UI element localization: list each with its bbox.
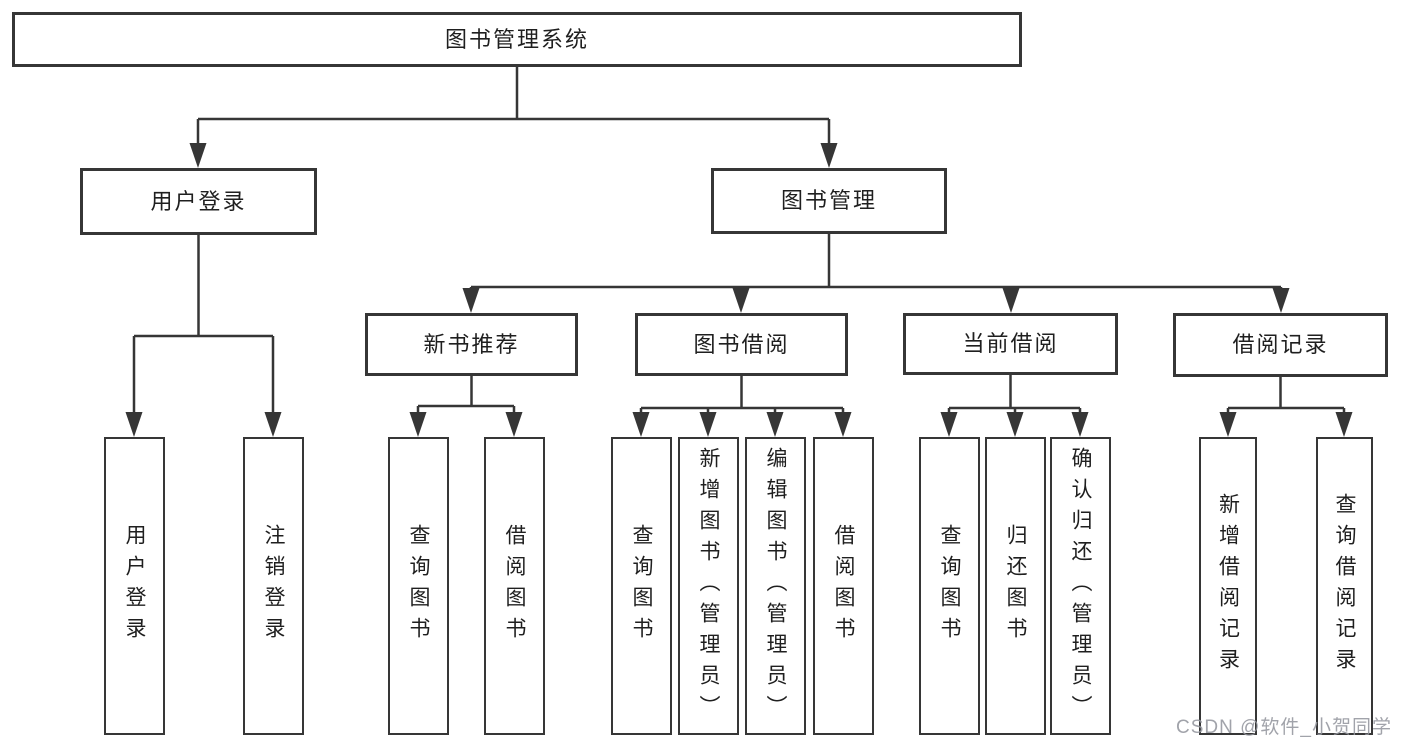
node-label: 新增图书（管理员）	[697, 446, 720, 726]
node-leaf-query-books-current: 查询图书	[919, 437, 980, 735]
arrowhead-icon	[1335, 412, 1353, 437]
connector-book-borrow	[632, 376, 852, 437]
arrowhead-icon	[1006, 412, 1024, 437]
node-label: 查询借阅记录	[1333, 493, 1356, 679]
node-leaf-query-borrow-record: 查询借阅记录	[1316, 437, 1373, 735]
node-label: 新书推荐	[423, 331, 520, 357]
arrowhead-icon	[462, 288, 480, 313]
node-label: 图书管理	[780, 188, 877, 213]
connector-book-management	[462, 234, 1290, 313]
node-label: 查询图书	[938, 524, 961, 648]
arrowhead-icon	[766, 412, 784, 437]
arrowhead-icon	[732, 288, 750, 313]
node-leaf-confirm-return-admin: 确认归还（管理员）	[1050, 437, 1111, 735]
arrowhead-icon	[264, 412, 282, 437]
arrowhead-icon	[1002, 288, 1020, 313]
connector-user-login	[125, 235, 282, 437]
arrowhead-icon	[820, 143, 838, 168]
node-leaf-query-books-recommend: 查询图书	[388, 437, 449, 735]
arrowhead-icon	[125, 412, 143, 437]
node-borrow-records: 借阅记录	[1173, 313, 1388, 377]
connector-borrow-records	[1219, 377, 1353, 437]
node-label: 确认归还（管理员）	[1069, 446, 1092, 726]
node-label: 用户登录	[150, 188, 247, 214]
arrowhead-icon	[699, 412, 717, 437]
node-label: 图书借阅	[693, 331, 790, 357]
node-leaf-edit-books-admin: 编辑图书（管理员）	[745, 437, 806, 735]
csdn-watermark: CSDN @软件_小贺同学	[1176, 717, 1392, 738]
connector-current-borrow	[940, 375, 1089, 437]
node-book-borrow: 图书借阅	[635, 313, 848, 376]
arrowhead-icon	[189, 143, 207, 168]
node-leaf-query-books-borrow: 查询图书	[611, 437, 672, 735]
node-leaf-user-login: 用户登录	[104, 437, 165, 735]
node-label: 借阅图书	[503, 524, 526, 648]
connector-new-book	[409, 376, 523, 437]
node-label: 图书管理系统	[444, 26, 589, 52]
arrowhead-icon	[1071, 412, 1089, 437]
node-label: 注销登录	[262, 524, 285, 648]
arrowhead-icon	[505, 412, 523, 437]
node-label: 借阅记录	[1232, 332, 1329, 357]
node-label: 编辑图书（管理员）	[764, 446, 787, 726]
arrowhead-icon	[632, 412, 650, 437]
node-label: 查询图书	[407, 524, 430, 648]
node-label: 当前借阅	[962, 331, 1059, 356]
node-label: 归还图书	[1004, 524, 1027, 648]
node-leaf-add-borrow-record: 新增借阅记录	[1199, 437, 1257, 735]
node-leaf-return-books: 归还图书	[985, 437, 1046, 735]
arrowhead-icon	[1272, 288, 1290, 313]
arrowhead-icon	[834, 412, 852, 437]
node-book-management-module: 图书管理	[711, 168, 947, 234]
node-label: 用户登录	[123, 524, 146, 648]
node-current-borrow: 当前借阅	[903, 313, 1118, 375]
connector-root	[189, 67, 838, 168]
node-leaf-borrow-books: 借阅图书	[813, 437, 874, 735]
node-label: 新增借阅记录	[1216, 493, 1240, 679]
node-user-login-module: 用户登录	[80, 168, 317, 235]
arrowhead-icon	[1219, 412, 1237, 437]
arrowhead-icon	[409, 412, 427, 437]
node-leaf-logout: 注销登录	[243, 437, 304, 735]
node-system-root: 图书管理系统	[12, 12, 1022, 67]
node-label: 借阅图书	[832, 524, 855, 648]
node-leaf-borrow-books-recommend: 借阅图书	[484, 437, 545, 735]
node-new-book-recommend: 新书推荐	[365, 313, 578, 376]
node-leaf-add-books-admin: 新增图书（管理员）	[678, 437, 739, 735]
node-label: 查询图书	[630, 524, 653, 648]
arrowhead-icon	[940, 412, 958, 437]
